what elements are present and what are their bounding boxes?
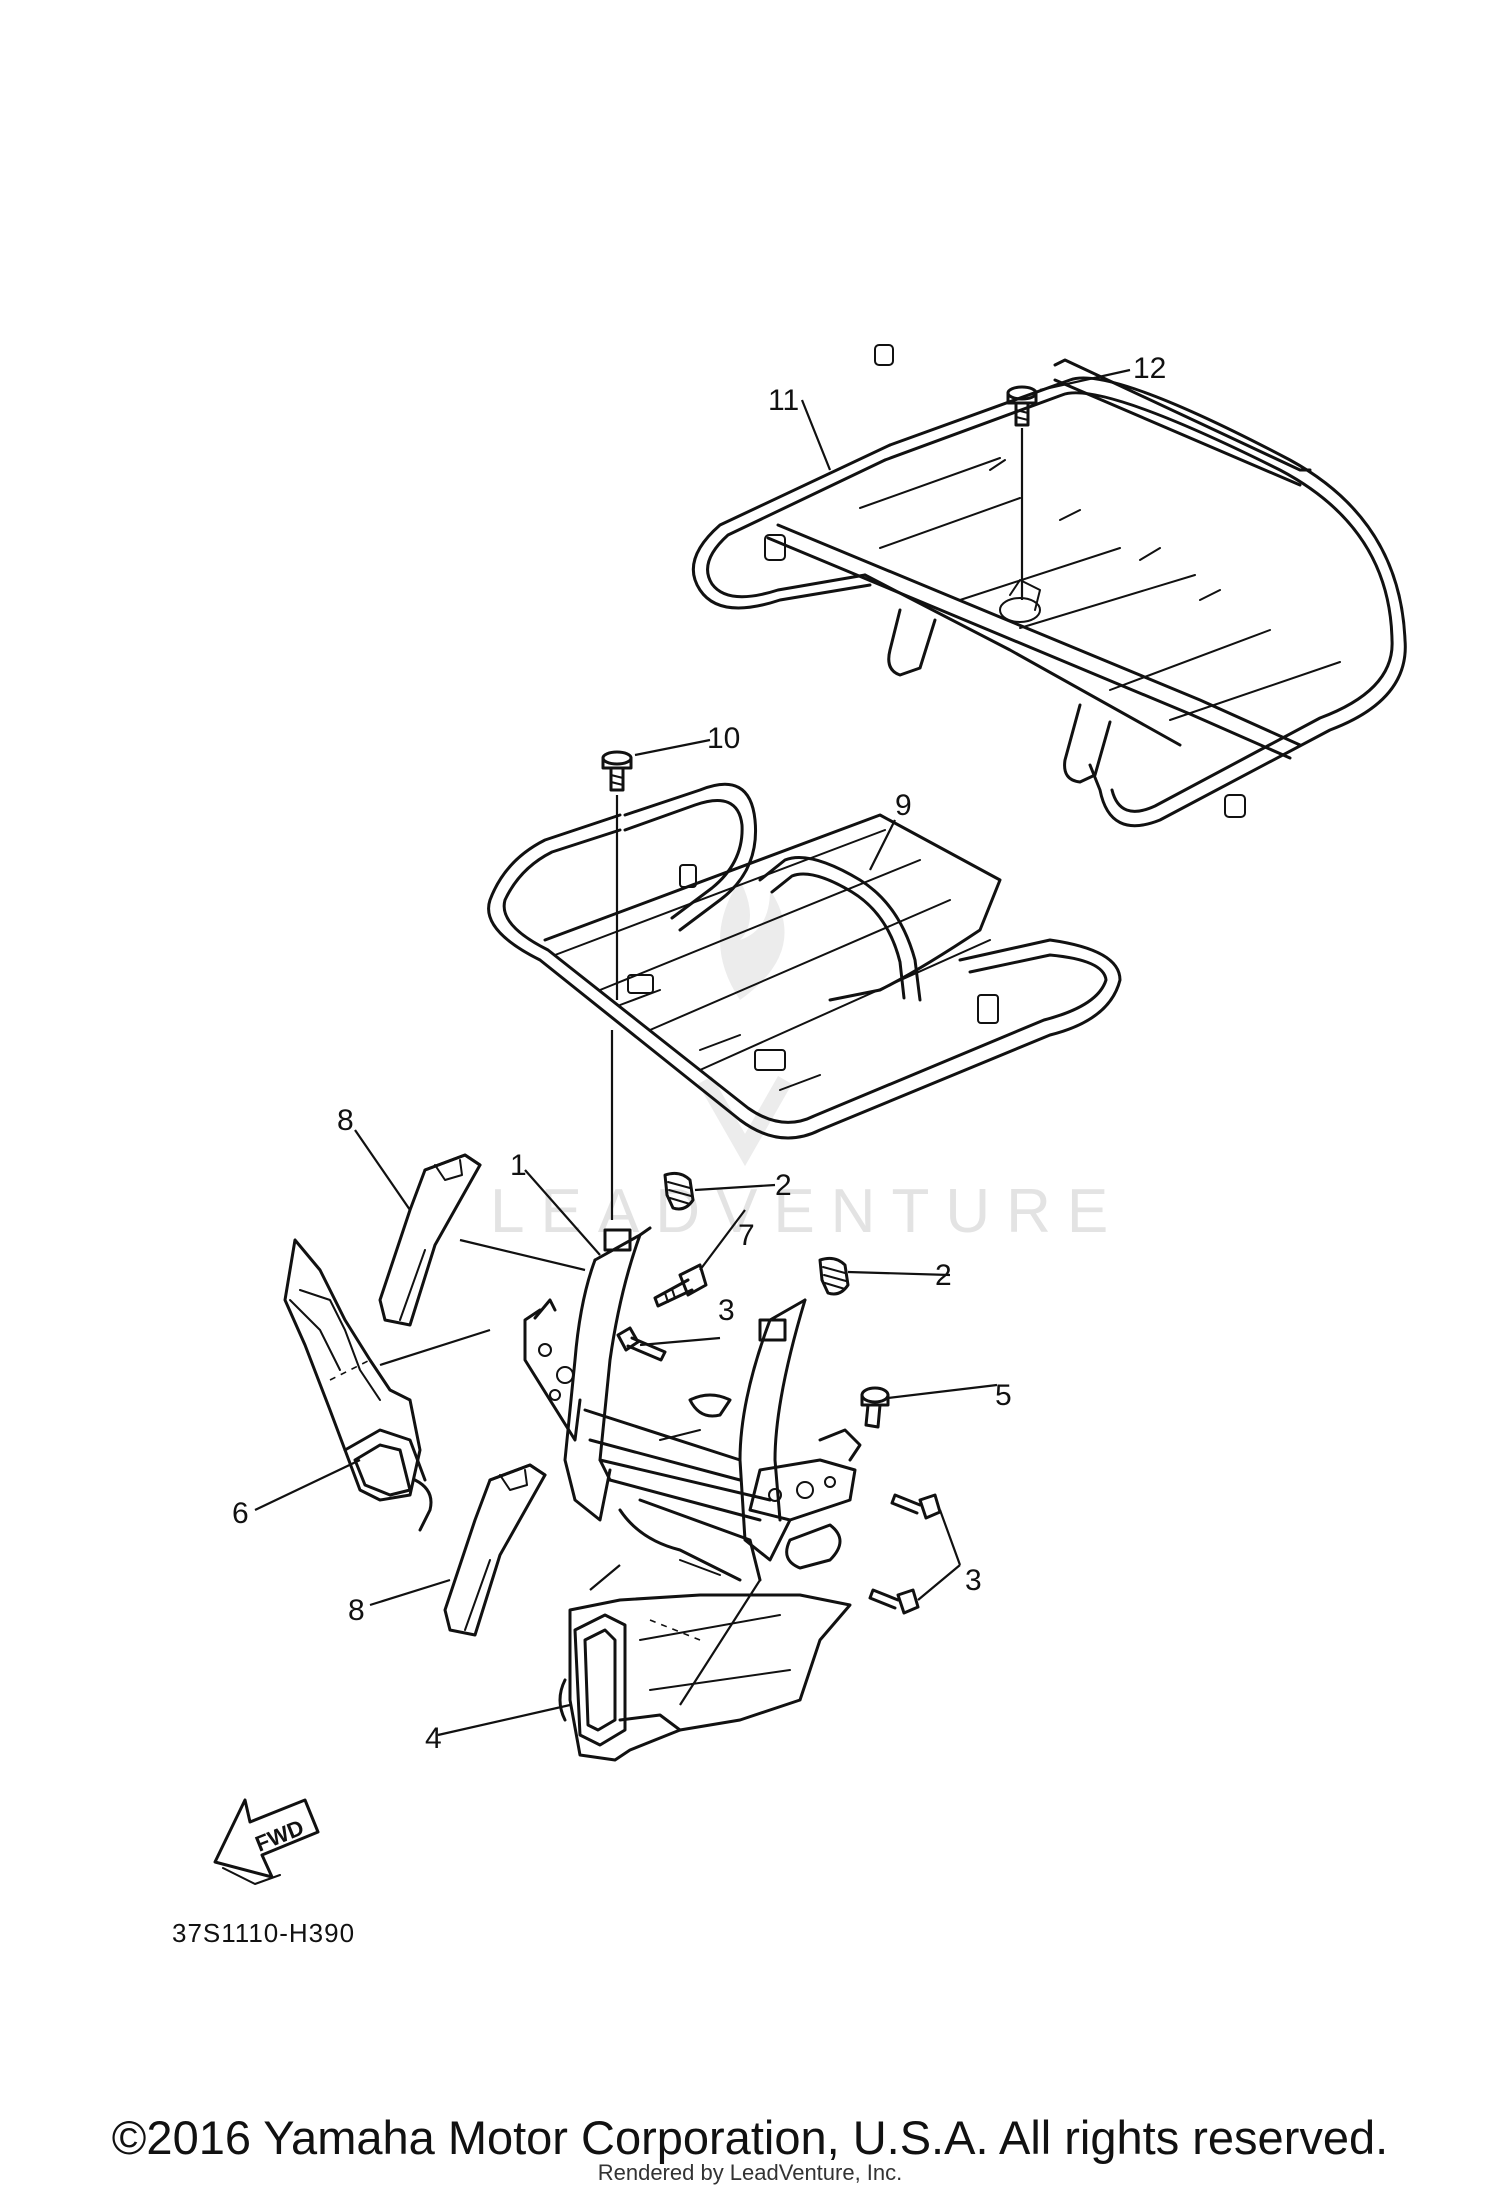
callout-9: 9 [895,789,912,822]
callout-2: 2 [775,1169,792,1202]
callout-10: 10 [707,722,740,755]
fwd-label: FWD [252,1815,308,1857]
cap-2-lower [818,1256,850,1296]
bolt-7 [653,1263,708,1308]
pad-8-lower [443,1463,547,1637]
front-bumper-4 [558,1593,852,1762]
copyright-notice: ©2016 Yamaha Motor Corporation, U.S.A. A… [111,2111,1389,2164]
hidden-edge [649,1619,701,1641]
pad-8-upper [378,1153,482,1327]
callout-5: 5 [995,1379,1012,1412]
cap-2-upper [663,1171,695,1211]
callout-12: 12 [1133,352,1166,385]
callout-3: 3 [965,1564,982,1597]
bolt-3-lower-b [868,1588,920,1615]
callout-4: 4 [425,1722,442,1755]
rendered-by-credit: Rendered by LeadVenture, Inc. [597,2160,903,2185]
reference-code: 37S1110-H390 [172,1918,355,1948]
callout-7: 7 [738,1219,755,1252]
hidden-edge [329,1359,371,1381]
leader-lines [254,368,1131,1737]
callout-8: 8 [348,1594,365,1627]
callout-8: 8 [337,1104,354,1137]
callout-2: 2 [935,1259,952,1292]
watermark-text: LEADVENTURE [490,1177,1124,1246]
callout-6: 6 [232,1497,249,1530]
bolt-3-lower-a [890,1493,942,1520]
bolt-12 [1006,385,1038,427]
bolt-5 [860,1386,890,1429]
rear-rack-11 [691,344,1407,828]
fwd-arrow-icon: FWD [213,1798,320,1885]
side-bumper-6 [283,1238,433,1532]
leadventure-watermark: LEADVENTURE [490,880,1124,1246]
bolt-10 [601,750,633,792]
callout-1: 1 [510,1149,527,1182]
guard-frame-1 [523,1226,862,1582]
callout-11: 11 [768,384,799,417]
callout-3: 3 [718,1294,735,1327]
front-rack-9 [487,782,1122,1140]
